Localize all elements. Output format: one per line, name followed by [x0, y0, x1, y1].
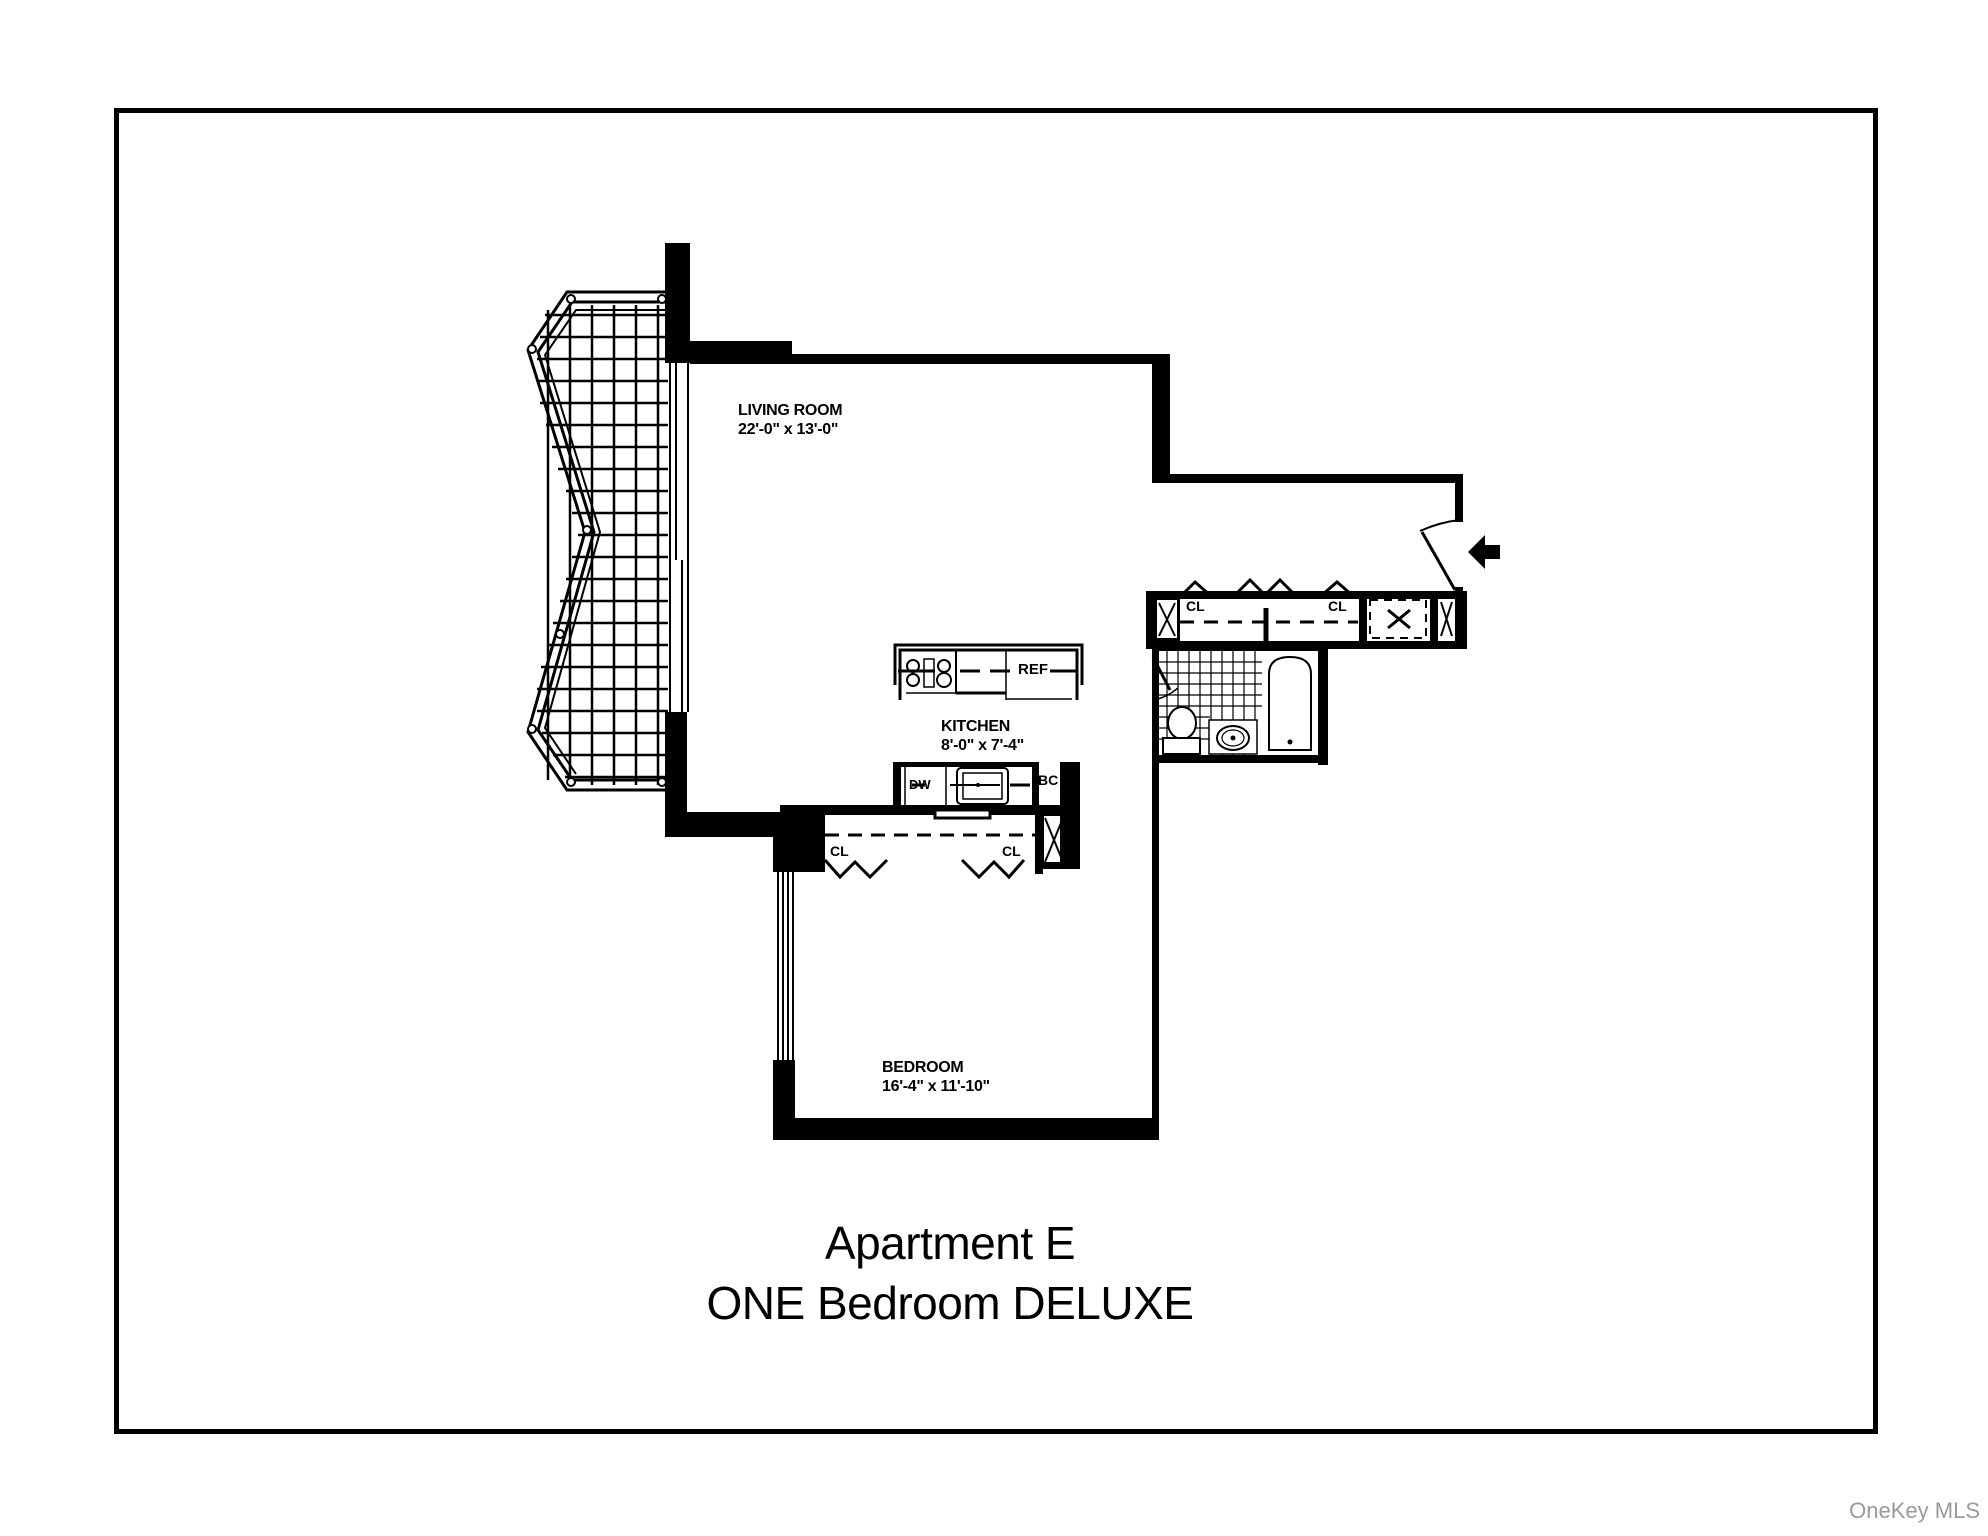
- room-label-living-room: LIVING ROOM 22'-0" x 13'-0": [738, 401, 843, 439]
- balcony: [526, 290, 668, 792]
- plan-subtitle: ONE Bedroom DELUXE: [706, 1277, 1194, 1329]
- kitchen-upper-counter: [893, 643, 1084, 700]
- label-dishwasher: DW: [909, 777, 931, 792]
- walls: [665, 243, 1463, 1140]
- room-name: BEDROOM: [882, 1059, 964, 1076]
- room-name: KITCHEN: [941, 718, 1011, 735]
- entry-door: [1419, 519, 1463, 645]
- room-label-kitchen: KITCHEN 8'-0" x 7'-4": [941, 717, 1024, 755]
- entry-arrow-icon: [1468, 535, 1500, 569]
- room-label-bedroom: BEDROOM 16'-4" x 11'-10": [882, 1058, 990, 1096]
- room-dimensions: 16'-4" x 11'-10": [882, 1078, 990, 1095]
- room-dimensions: 8'-0" x 7'-4": [941, 737, 1024, 754]
- label-closet-bedroom-right: CL: [1002, 843, 1021, 859]
- label-refrigerator: REF: [1018, 661, 1048, 678]
- label-closet-hall-left: CL: [1186, 598, 1205, 614]
- living-room-window: [669, 343, 689, 712]
- label-closet-hall-right: CL: [1328, 598, 1347, 614]
- hall-closets: [1146, 577, 1467, 649]
- watermark: OneKey MLS: [1849, 1498, 1980, 1523]
- label-broom-closet: BC: [1038, 772, 1059, 788]
- label-closet-bedroom-left: CL: [830, 843, 849, 859]
- room-name: LIVING ROOM: [738, 402, 843, 419]
- room-dimensions: 22'-0" x 13'-0": [738, 421, 839, 438]
- bedroom-closet: [780, 812, 1080, 880]
- kitchen-lower-counter: [893, 762, 1080, 820]
- plan-title: Apartment E: [824, 1217, 1076, 1269]
- bathroom: [1151, 643, 1328, 765]
- bedroom-window: [777, 872, 794, 1060]
- drawing-frame: [114, 108, 1878, 1434]
